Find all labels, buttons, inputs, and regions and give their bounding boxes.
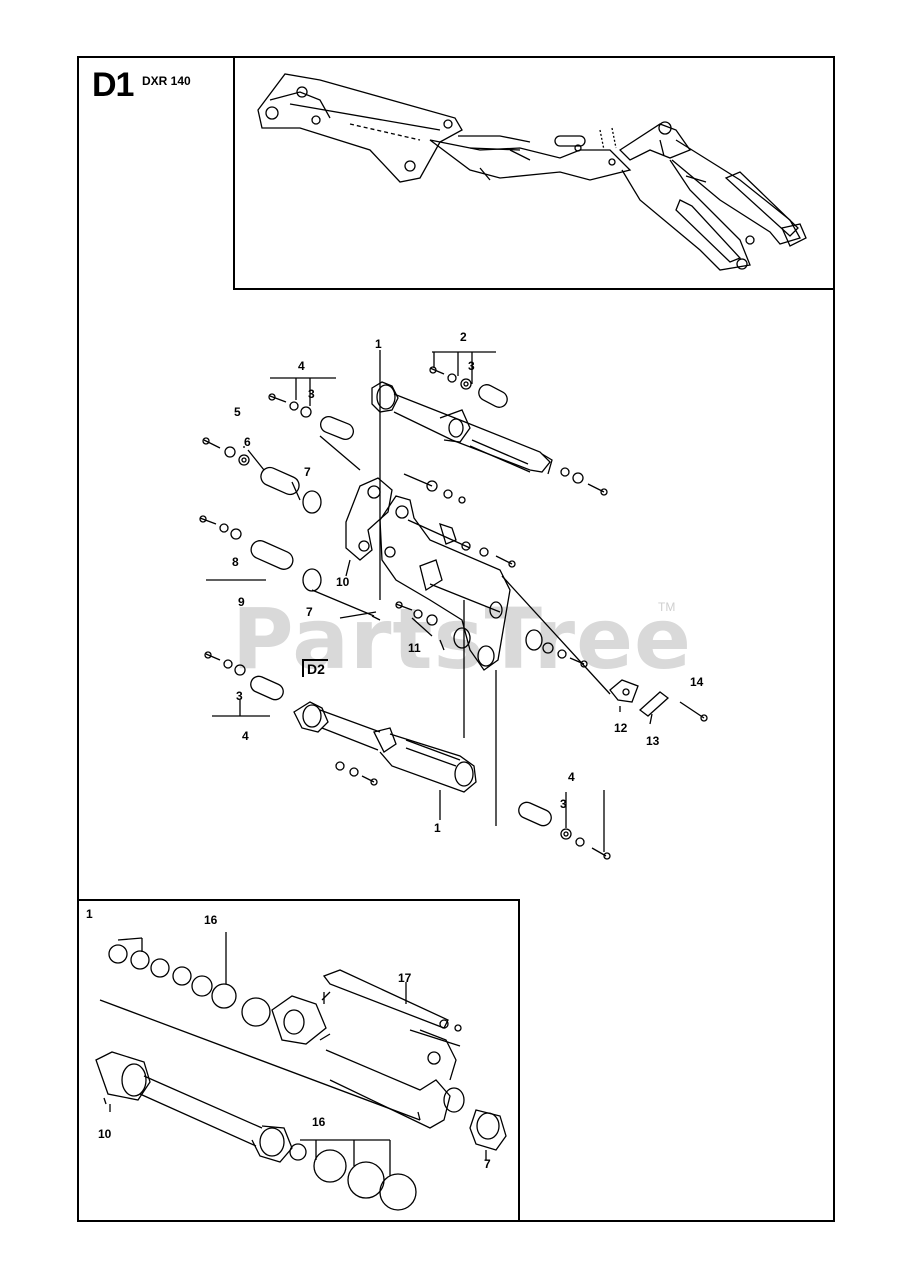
right-side-pins (518, 629, 708, 860)
upper-right-fasteners (403, 366, 608, 504)
callout-4: 4 (242, 729, 249, 743)
main-callouts: 1 2 3 4 3 5 6 7 8 9 10 7 11 14 12 13 3 4… (232, 330, 704, 835)
lower-lift-cylinder (204, 651, 477, 793)
callout-7: 7 (304, 465, 311, 479)
callout-2: 2 (460, 330, 467, 344)
callout-13: 13 (646, 734, 660, 748)
callout-10: 10 (336, 575, 350, 589)
mounting-bracket (345, 477, 516, 671)
inset-callout-17: 17 (398, 971, 412, 985)
callout-3: 3 (560, 797, 567, 811)
inset-callout-10: 10 (98, 1127, 112, 1141)
cylinder-detail-inset (77, 899, 520, 1222)
upper-left-pins (199, 393, 354, 592)
callout-14: 14 (690, 675, 704, 689)
inset-callout-16: 16 (204, 913, 218, 927)
callout-6: 6 (244, 435, 251, 449)
callout-3: 3 (468, 359, 475, 373)
callout-1: 1 (434, 821, 441, 835)
upper-lift-cylinder (371, 381, 553, 475)
section-code: D1 (92, 66, 134, 104)
callout-9: 9 (238, 595, 245, 609)
inset-callouts: 1 16 17 10 16 7 (86, 907, 491, 1171)
inset-callout-1: 1 (86, 907, 93, 921)
callout-7: 7 (306, 605, 313, 619)
inset-cylinder-detail (95, 932, 507, 1211)
callout-3: 3 (236, 689, 243, 703)
watermark-trademark: TM (658, 600, 676, 614)
callout-12: 12 (614, 721, 628, 735)
inset-callout-16: 16 (312, 1115, 326, 1129)
callout-8: 8 (232, 555, 239, 569)
watermark: PartsTree (232, 590, 693, 688)
callout-11: 11 (408, 641, 421, 655)
model-label: DXR 140 (142, 74, 191, 88)
callout-1: 1 (375, 337, 382, 351)
callout-4: 4 (568, 770, 575, 784)
reference-tag-d2: D2 (302, 659, 328, 677)
callout-5: 5 (234, 405, 241, 419)
overview-panel (233, 56, 835, 290)
callout-3: 3 (308, 387, 315, 401)
callout-4: 4 (298, 359, 305, 373)
inset-callout-7: 7 (484, 1157, 491, 1171)
overview-loader-arm (257, 73, 807, 271)
leader-lines (206, 350, 653, 852)
